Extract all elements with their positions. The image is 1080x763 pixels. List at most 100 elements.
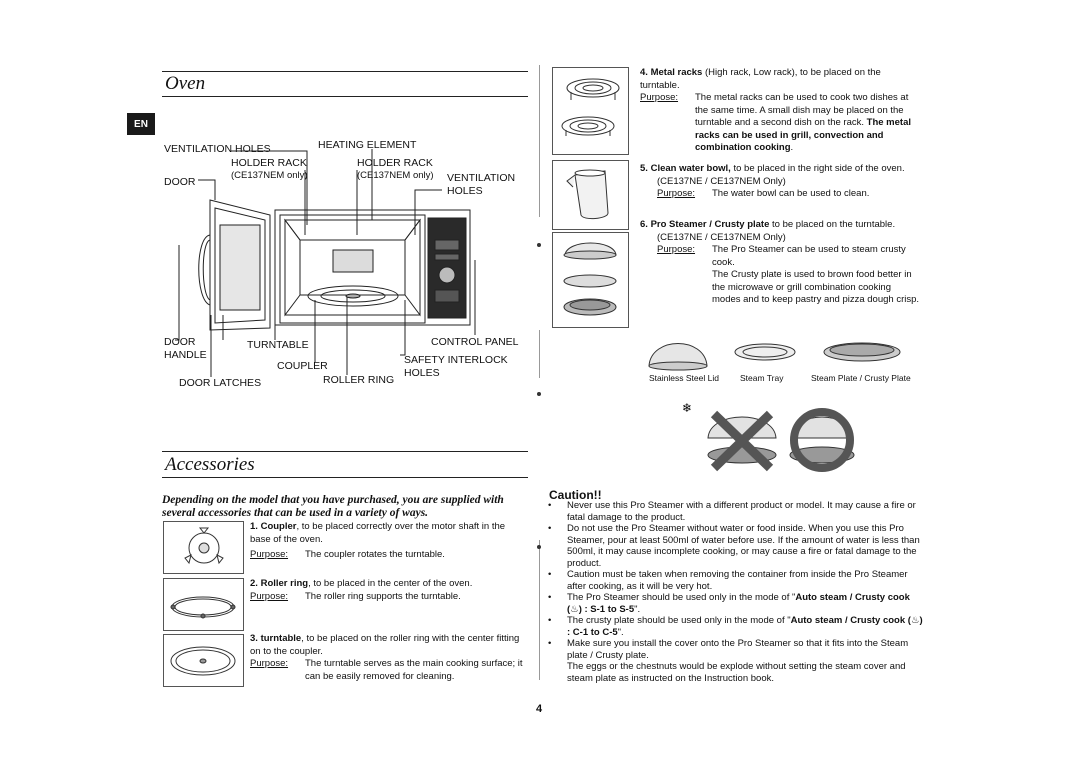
oven-top-rule <box>162 71 528 72</box>
pro-steamer-purpose-1: The Pro Steamer can be used to steam cru… <box>712 244 906 268</box>
caution-item-5-code: ) : C-1 to C-5 <box>567 615 923 638</box>
coupler-num: 1. <box>250 521 258 532</box>
roller-ring-purpose-label: Purpose: <box>250 590 289 602</box>
steamer-parts-images <box>648 342 901 371</box>
caution-item-5-mode: Auto steam / Crusty cook <box>790 615 906 626</box>
turntable-num: 3. <box>250 633 258 644</box>
label-safety-interlock-1: SAFETY INTERLOCK <box>404 354 508 366</box>
metal-racks-icon <box>561 78 620 136</box>
water-bowl-num: 5. <box>640 163 648 174</box>
caution-title: Caution!! <box>549 488 602 502</box>
caution-item: Do not use the Pro Steamer without water… <box>531 523 924 569</box>
right-divider-2 <box>539 330 540 378</box>
bullet-dot-1 <box>537 243 541 247</box>
label-control-panel: CONTROL PANEL <box>431 336 519 348</box>
oven-bottom-rule <box>162 96 528 97</box>
coupler-image-box <box>163 521 244 574</box>
pro-steamer-num: 6. <box>640 219 648 230</box>
caution-item: The crusty plate should be used only in … <box>531 615 924 638</box>
coupler-description: 1. Coupler, to be placed correctly over … <box>250 521 528 562</box>
pro-steamer-models: (CE137NE / CE137NEM Only) <box>657 231 786 243</box>
water-bowl-image-box <box>552 160 629 230</box>
caution-item: Never use this Pro Steamer with a differ… <box>531 500 924 523</box>
pro-steamer-description: 6. Pro Steamer / Crusty plate to be plac… <box>640 219 920 307</box>
label-holder-rack-2-note: (CE137NEM only) <box>357 170 434 181</box>
coupler-name: Coupler <box>260 521 297 532</box>
usage-illustration: ❄ <box>682 401 855 472</box>
caution-item: Make sure you install the cover onto the… <box>531 638 924 684</box>
label-ventilation-right-1: VENTILATION <box>447 172 516 184</box>
label-coupler: COUPLER <box>277 360 328 372</box>
metal-racks-desc: (High rack, Low rack), to be placed on t… <box>640 67 881 91</box>
caution-item-6: Make sure you install the cover onto the… <box>567 638 909 661</box>
steam-tray-image <box>734 343 796 361</box>
coupler-purpose-label: Purpose: <box>250 549 289 560</box>
label-roller-ring: ROLLER RING <box>323 374 395 386</box>
caution-item-6b: The eggs or the chestnuts would be explo… <box>567 661 906 684</box>
caution-list: Never use this Pro Steamer with a differ… <box>531 500 924 684</box>
metal-racks-num: 4. <box>640 67 648 78</box>
accessories-title: Accessories <box>165 454 255 475</box>
caution-item: The Pro Steamer should be used only in t… <box>531 592 924 615</box>
accessories-intro: Depending on the model that you have pur… <box>162 494 504 519</box>
crusty-mode-icon: ♨ <box>910 615 920 626</box>
label-ventilation-holes: VENTILATION HOLES <box>164 143 271 155</box>
roller-ring-desc: , to be placed in the center of the oven… <box>308 578 473 589</box>
water-bowl-models: (CE137NE / CE137NEM Only) <box>657 175 786 187</box>
pro-steamer-desc: to be placed on the turntable. <box>769 219 896 230</box>
metal-racks-description: 4. Metal racks (High rack, Low rack), to… <box>640 67 912 153</box>
metal-racks-purpose: The metal racks can be used to cook two … <box>695 92 909 128</box>
roller-ring-name: Roller ring <box>260 578 309 589</box>
language-tab: EN <box>127 113 155 135</box>
turntable-desc: , to be placed on the roller ring with t… <box>250 633 520 657</box>
caution-item-4-pre: The Pro Steamer should be used only in t… <box>567 592 796 603</box>
metal-racks-name: Metal racks <box>650 67 703 78</box>
roller-ring-description: 2. Roller ring, to be placed in the cent… <box>250 578 528 603</box>
water-bowl-purpose-label: Purpose: <box>657 188 696 199</box>
label-holder-rack-1-note: (CE137NEM only) <box>231 170 308 181</box>
pro-steamer-purpose-2: The Crusty plate is used to brown food b… <box>712 269 920 305</box>
metal-racks-image-box <box>552 67 629 155</box>
roller-ring-icon <box>170 596 236 619</box>
pro-steamer-icon <box>563 242 617 316</box>
page-number: 4 <box>536 703 543 715</box>
stainless-lid-image <box>648 343 708 367</box>
coupler-purpose: The coupler rotates the turntable. <box>305 549 445 560</box>
bullet-dot-2 <box>537 392 541 396</box>
water-bowl-icon <box>566 169 609 220</box>
water-bowl-desc: to be placed in the right side of the ov… <box>730 163 905 174</box>
pro-steamer-image-box <box>552 232 629 328</box>
label-door: DOOR <box>164 176 196 188</box>
caution-item-4-code: ) : S-1 to S-5 <box>578 603 635 615</box>
right-divider-1 <box>539 65 540 217</box>
oven-title: Oven <box>165 73 206 94</box>
pro-steamer-name: Pro Steamer / Crusty plate <box>650 219 770 230</box>
label-holder-rack-1: HOLDER RACK <box>231 157 307 169</box>
caption-tray: Steam Tray <box>740 373 784 383</box>
caution-item-5-pre: The crusty plate should be used only in … <box>567 615 791 626</box>
steam-mode-icon: ♨ <box>570 603 579 615</box>
caution-item-4-mode: Auto steam / Crusty cook <box>795 592 910 603</box>
label-heating-element: HEATING ELEMENT <box>318 139 417 151</box>
oven-diagram <box>175 149 476 377</box>
water-bowl-name: Clean water bowl, <box>650 163 731 174</box>
accessories-top-rule <box>162 451 528 452</box>
water-bowl-description: 5. Clean water bowl, to be placed in the… <box>640 163 920 201</box>
caption-lid: Stainless Steel Lid <box>649 373 719 383</box>
label-door-handle-2: HANDLE <box>164 349 207 361</box>
turntable-icon <box>170 646 236 676</box>
caption-plate: Steam Plate / Crusty Plate <box>811 373 911 383</box>
snowflake-icon: ❄ <box>682 401 692 415</box>
turntable-name: turntable <box>260 633 302 644</box>
label-door-latches: DOOR LATCHES <box>179 377 262 389</box>
circle-mark-icon <box>790 408 854 472</box>
label-ventilation-right-2: HOLES <box>447 185 483 197</box>
water-bowl-purpose: The water bowl can be used to clean. <box>712 188 870 199</box>
turntable-description: 3. turntable, to be placed on the roller… <box>250 633 528 683</box>
turntable-purpose-label: Purpose: <box>250 658 289 669</box>
caution-item: Caution must be taken when removing the … <box>531 569 924 592</box>
roller-ring-image-box <box>163 578 244 631</box>
accessories-bottom-rule <box>162 477 528 478</box>
turntable-purpose: The turntable serves as the main cooking… <box>305 658 523 682</box>
metal-racks-purpose-bold: The metal racks can be used in grill, co… <box>695 117 912 153</box>
